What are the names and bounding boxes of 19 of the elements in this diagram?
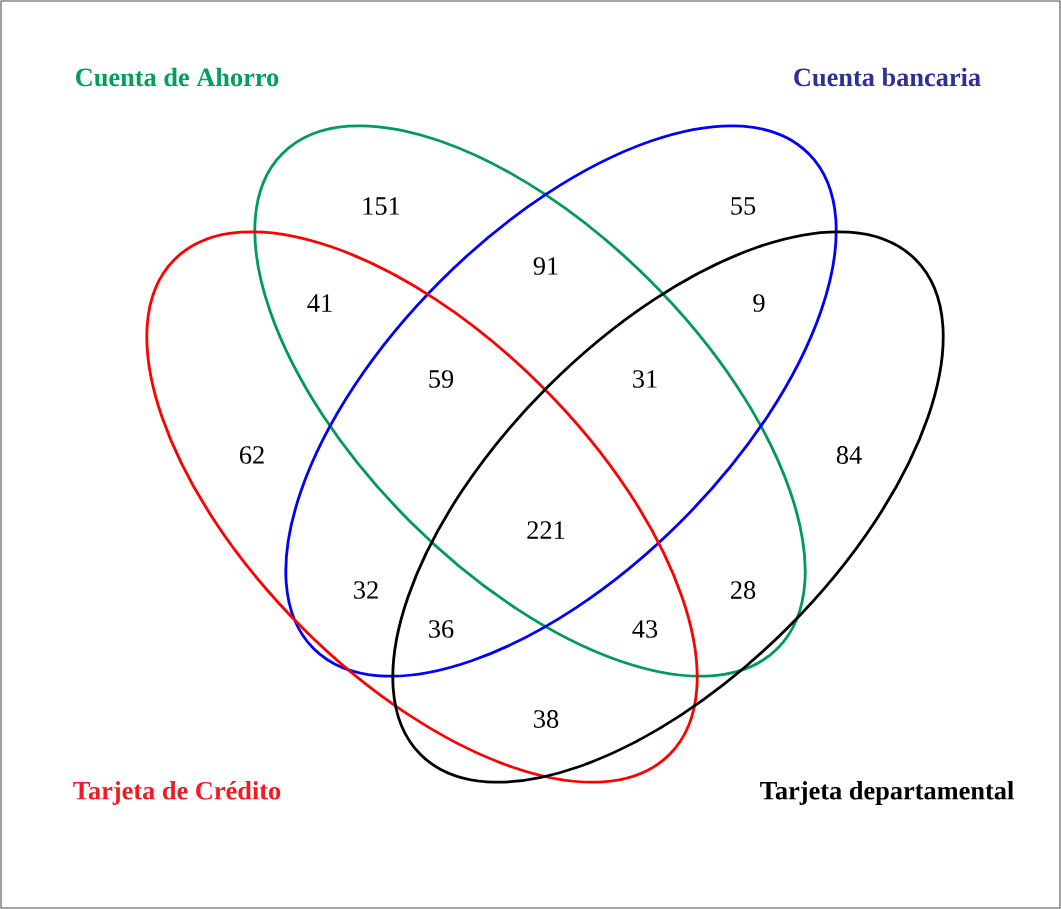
region-count: 28 — [731, 581, 756, 599]
set-title: Tarjeta departamental — [760, 781, 1014, 805]
region-count: 84 — [836, 446, 862, 464]
set-title: Cuenta de Ahorro — [76, 67, 279, 87]
region-count: 62 — [239, 446, 264, 464]
region-count: 43 — [632, 620, 658, 638]
region-count: 9 — [753, 294, 765, 312]
region-count: 32 — [354, 581, 378, 599]
region-count: 38 — [534, 710, 559, 728]
set-title: Tarjeta de Crédito — [73, 781, 281, 805]
region-count: 41 — [307, 294, 332, 312]
region-count: 31 — [633, 370, 657, 388]
set-title: Cuenta bancaria — [794, 67, 981, 87]
region-count: 221 — [527, 521, 565, 539]
region-count: 91 — [533, 257, 558, 275]
region-count: 59 — [429, 370, 454, 388]
region-count: 36 — [429, 620, 454, 638]
region-count: 55 — [731, 197, 756, 215]
region-count: 151 — [363, 197, 400, 215]
